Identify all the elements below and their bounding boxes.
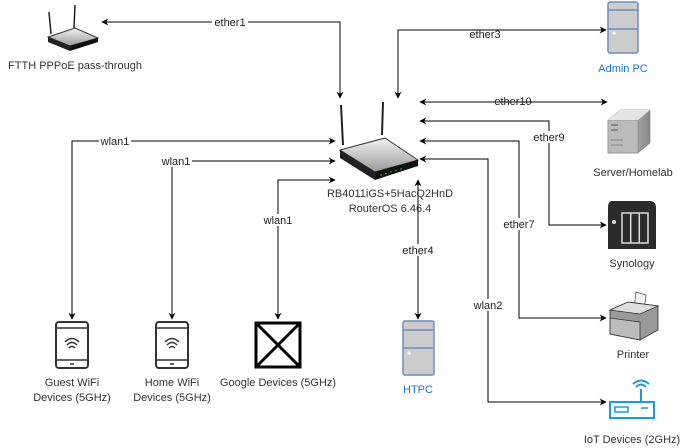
edge-label-wlan1-google: wlan1: [263, 215, 293, 227]
phone-wifi-icon: [55, 321, 89, 369]
node-home-wifi[interactable]: Home WiFi Devices (5GHz): [133, 321, 211, 404]
printer-icon: [608, 291, 660, 341]
edge-ether9: ether9: [419, 117, 607, 229]
node-main-router[interactable]: RB4011iGS+5HacQ2HnD RouterOS 6.46.4: [327, 101, 453, 215]
edge-label-ether10: ether10: [494, 96, 531, 108]
edge-label-ether9: ether9: [533, 132, 564, 144]
node-ftth[interactable]: FTTH PPPoE pass-through: [8, 4, 142, 72]
node-iot[interactable]: IoT Devices (2GHz): [584, 379, 680, 447]
node-synology[interactable]: Synology: [608, 201, 656, 270]
edge-wlan1-google: wlan1: [262, 176, 336, 320]
node-admin-pc[interactable]: Admin PC: [598, 1, 648, 75]
edge-wlan1-guest: wlan1: [68, 135, 336, 320]
edge-ether3: ether3: [394, 26, 607, 99]
iot-label: IoT Devices (2GHz): [584, 434, 680, 446]
synology-label: Synology: [609, 258, 655, 270]
server-icon: [607, 109, 651, 154]
edge-label-ether1: ether1: [214, 17, 245, 29]
admin-pc-label: Admin PC: [598, 63, 648, 75]
edge-ether10: ether10: [419, 96, 608, 108]
wifi-router-icon: [46, 4, 100, 51]
edge-label-wlan2: wlan2: [473, 300, 503, 312]
home-label-line1: Home WiFi: [145, 377, 199, 389]
google-label: Google Devices (5GHz): [220, 377, 336, 389]
router-os-label: RouterOS 6.46.4: [349, 203, 432, 215]
ftth-label: FTTH PPPoE pass-through: [8, 60, 142, 72]
missing-image-icon: [254, 321, 302, 369]
node-server[interactable]: Server/Homelab: [593, 109, 673, 179]
iot-router-icon: [609, 379, 655, 419]
node-htpc[interactable]: HTPC: [402, 320, 435, 396]
edge-ether4: ether4: [400, 179, 436, 320]
printer-label: Printer: [617, 349, 650, 361]
edge-label-ether7: ether7: [503, 219, 534, 231]
edge-wlan1-home: wlan1: [160, 155, 336, 320]
router-model-label: RB4011iGS+5HacQ2HnD: [327, 188, 453, 200]
guest-label-line1: Guest WiFi: [45, 377, 99, 389]
home-label-line2: Devices (5GHz): [133, 392, 211, 404]
edge-wlan2: wlan2: [419, 155, 607, 406]
server-label: Server/Homelab: [593, 167, 672, 179]
edge-label-ether3: ether3: [469, 29, 500, 41]
edge-label-wlan1-home: wlan1: [161, 156, 191, 168]
nas-icon: [608, 201, 656, 249]
guest-label-line2: Devices (5GHz): [33, 392, 111, 404]
htpc-label: HTPC: [403, 384, 433, 396]
edge-label-wlan1-guest: wlan1: [100, 136, 130, 148]
wifi-router-icon: [338, 101, 420, 180]
edge-label-ether4: ether4: [402, 245, 433, 257]
edge-ether1: ether1: [101, 15, 344, 99]
pc-tower-icon: [402, 320, 435, 376]
phone-wifi-icon: [155, 321, 189, 369]
node-google-devices[interactable]: Google Devices (5GHz): [220, 321, 336, 389]
pc-tower-icon: [607, 1, 639, 54]
node-printer[interactable]: Printer: [608, 291, 660, 361]
edge-ether7: ether7: [419, 137, 607, 322]
node-guest-wifi[interactable]: Guest WiFi Devices (5GHz): [33, 321, 111, 404]
